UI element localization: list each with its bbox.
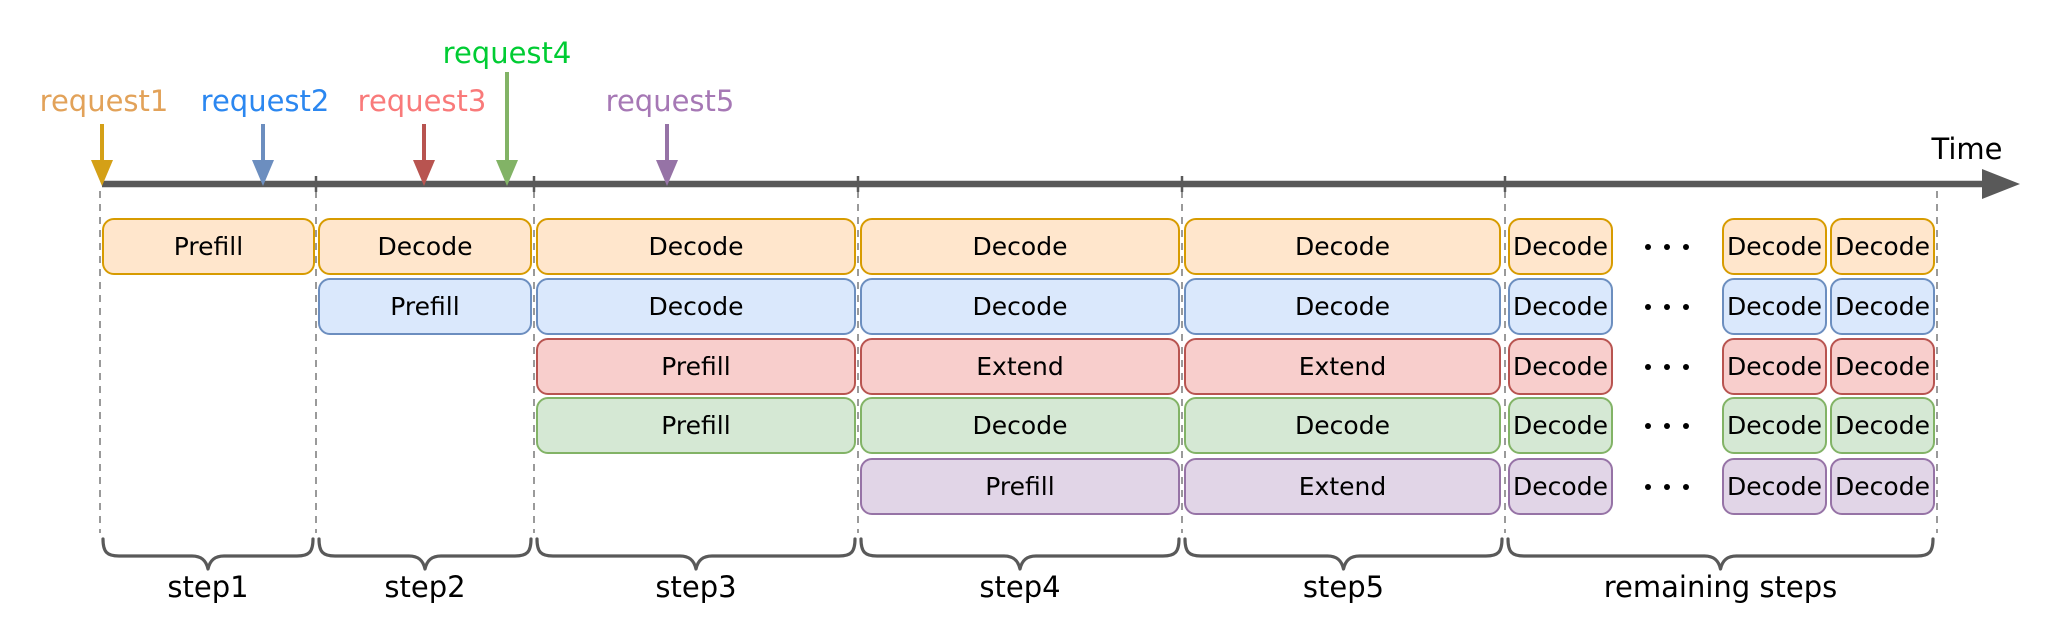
request-label-1: request1 [39,84,169,118]
row-ellipsis [1627,218,1707,275]
request-label-4: request4 [442,36,572,70]
arrow-down-icon [496,160,518,186]
step-brace-step3 [535,537,857,571]
task-box-request4: Decode [1508,397,1613,454]
step-label-5: step5 [1302,570,1385,604]
task-box-request3: Decode [1722,338,1827,395]
task-box-request1: Decode [536,218,856,275]
request-arrival-arrow-request2 [252,124,274,186]
task-box-request4: Decode [1830,397,1935,454]
step-label-2: step2 [384,570,466,604]
request-label-5: request5 [605,84,735,118]
task-box-request2: Decode [536,278,856,335]
arrow-down-icon [252,160,274,186]
task-box-request2: Decode [1184,278,1501,335]
task-box-request4: Decode [860,397,1180,454]
row-ellipsis [1627,278,1707,335]
task-box-request5: Decode [1830,458,1935,515]
task-box-request1: Decode [860,218,1180,275]
step-label-3: step3 [655,570,737,604]
task-box-request2: Decode [1830,278,1935,335]
step-brace-remaining-steps [1506,537,1935,571]
step-brace-step4 [859,537,1181,571]
arrow-down-icon [656,160,678,186]
task-box-request2: Decode [1508,278,1613,335]
time-axis-arrowhead [1982,169,2020,199]
task-box-request4: Decode [1722,397,1827,454]
task-box-request5: Prefill [860,458,1180,515]
task-box-request1: Decode [1722,218,1827,275]
task-box-request3: Extend [860,338,1180,395]
request-label-2: request2 [200,84,330,118]
request-arrival-arrow-request3 [413,124,435,186]
arrow-down-icon [91,160,113,186]
task-box-request1: Prefill [102,218,315,275]
task-box-request1: Decode [1184,218,1501,275]
step-brace-step2 [317,537,533,571]
arrow-down-icon [413,160,435,186]
row-ellipsis [1627,458,1707,515]
step-label-6: remaining steps [1603,570,1838,604]
task-box-request3: Decode [1830,338,1935,395]
request-arrival-arrow-request1 [91,124,113,186]
task-box-request3: Decode [1508,338,1613,395]
step-label-4: step4 [979,570,1061,604]
task-box-request2: Decode [860,278,1180,335]
task-box-request1: Decode [1508,218,1613,275]
time-axis-label: Time [1931,132,2003,166]
task-box-request4: Prefill [536,397,856,454]
step-brace-step1 [101,537,315,571]
task-box-request2: Decode [1722,278,1827,335]
row-ellipsis [1627,397,1707,454]
task-box-request5: Decode [1508,458,1613,515]
request-arrival-arrow-request4 [496,72,518,186]
task-box-request3: Prefill [536,338,856,395]
request-arrival-arrow-request5 [656,124,678,186]
task-box-request1: Decode [318,218,532,275]
task-box-request2: Prefill [318,278,532,335]
task-box-request1: Decode [1830,218,1935,275]
task-box-request5: Extend [1184,458,1501,515]
step-label-1: step1 [167,570,249,604]
task-box-request4: Decode [1184,397,1501,454]
task-box-request5: Decode [1722,458,1827,515]
step-brace-step5 [1183,537,1504,571]
row-ellipsis [1627,338,1707,395]
task-box-request3: Extend [1184,338,1501,395]
request-label-3: request3 [357,84,487,118]
